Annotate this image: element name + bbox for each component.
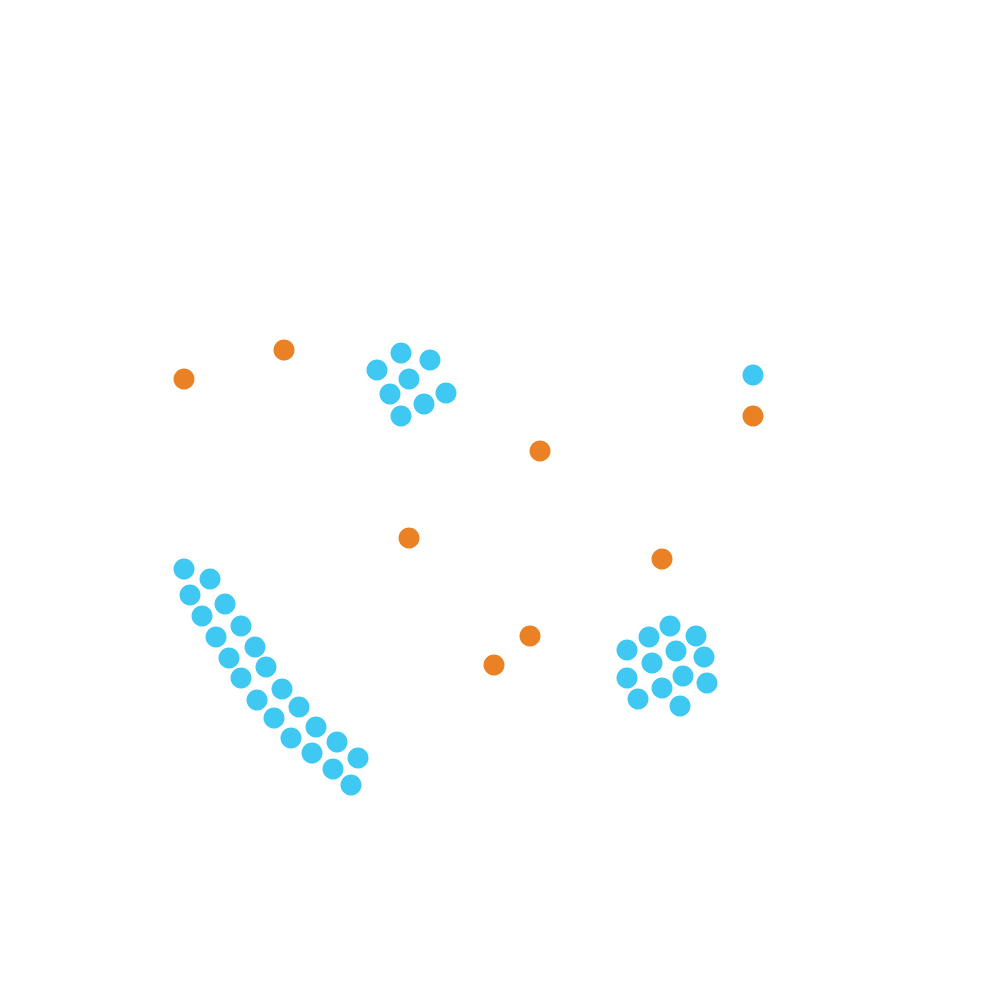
scatter-point	[255, 656, 277, 678]
scatter-point	[390, 342, 412, 364]
scatter-point	[665, 640, 687, 662]
scatter-point	[273, 339, 295, 361]
scatter-point	[696, 672, 718, 694]
scatter-point	[280, 727, 302, 749]
scatter-point	[218, 647, 240, 669]
scatter-point	[627, 688, 649, 710]
scatter-point	[693, 646, 715, 668]
scatter-point	[398, 527, 420, 549]
scatter-point	[742, 405, 764, 427]
scatter-point	[651, 548, 673, 570]
scatter-point	[301, 742, 323, 764]
scatter-point	[435, 382, 457, 404]
scatter-point	[214, 593, 236, 615]
scatter-point	[230, 615, 252, 637]
scatter-point	[669, 695, 691, 717]
scatter-point	[179, 584, 201, 606]
series-0	[173, 342, 764, 796]
scatter-point	[390, 405, 412, 427]
scatter-point	[326, 731, 348, 753]
points-layer	[173, 339, 764, 796]
scatter-point	[305, 716, 327, 738]
scatter-point	[529, 440, 551, 462]
scatter-point	[246, 689, 268, 711]
scatter-point	[616, 667, 638, 689]
scatter-point	[638, 626, 660, 648]
scatter-point	[288, 696, 310, 718]
scatter-point	[519, 625, 541, 647]
scatter-point	[347, 747, 369, 769]
scatter-point	[322, 758, 344, 780]
series-1	[173, 339, 764, 676]
scatter-point	[244, 636, 266, 658]
scatter-point	[340, 774, 362, 796]
scatter-point	[616, 639, 638, 661]
scatter-point	[230, 667, 252, 689]
scatter-point	[199, 568, 221, 590]
scatter-point	[483, 654, 505, 676]
scatter-point	[191, 605, 213, 627]
scatter-point	[651, 677, 673, 699]
scatter-point	[672, 665, 694, 687]
scatter-point	[379, 383, 401, 405]
scatter-point	[742, 364, 764, 386]
scatter-point	[205, 626, 227, 648]
scatter-point	[271, 678, 293, 700]
scatter-point	[413, 393, 435, 415]
scatter-point	[685, 625, 707, 647]
scatter-point	[641, 652, 663, 674]
scatter-point	[173, 368, 195, 390]
scatter-point	[173, 558, 195, 580]
scatter-point	[398, 368, 420, 390]
scatter-point	[659, 615, 681, 637]
scatter-point	[419, 349, 441, 371]
scatter-point	[263, 707, 285, 729]
scatter-point	[366, 359, 388, 381]
